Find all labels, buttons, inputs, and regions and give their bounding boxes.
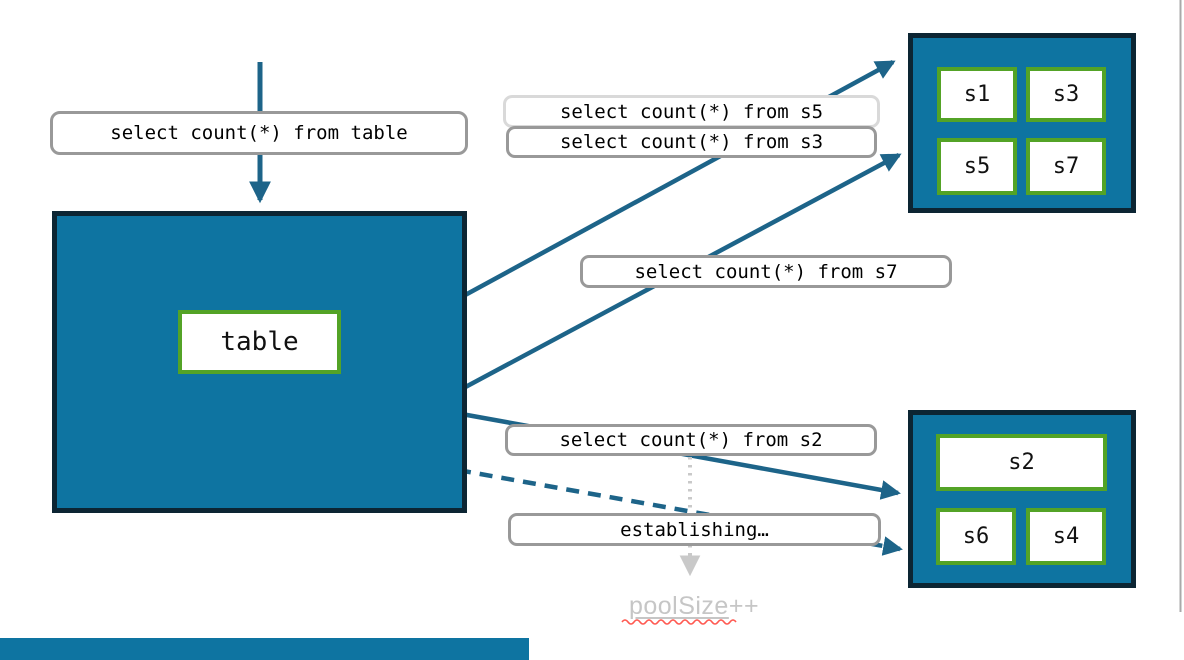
shard-s5-label: s5 (963, 154, 991, 179)
shard-s2-label: s2 (1008, 450, 1035, 475)
shard-s4: s4 (1026, 508, 1106, 565)
query-label-s7-text: select count(*) from s7 (634, 260, 898, 283)
pool-size-plus: ++ (728, 592, 760, 620)
query-label-s3: select count(*) from s3 (506, 126, 877, 158)
spellcheck-squiggle (621, 619, 737, 625)
shard-s3-label: s3 (1052, 82, 1080, 107)
table-label: table (220, 327, 299, 357)
query-label-s2-text: select count(*) from s2 (559, 429, 823, 451)
query-label-s2: select count(*) from s2 (505, 424, 877, 456)
shard-s6-label: s6 (962, 524, 990, 549)
shard-s7-label: s7 (1052, 154, 1080, 179)
shard-s3: s3 (1026, 67, 1106, 122)
table-inner-box: table (178, 310, 341, 374)
query-label-table: select count(*) from table (50, 111, 468, 155)
establishing-label: establishing… (508, 513, 881, 546)
query-label-table-text: select count(*) from table (110, 122, 408, 144)
pool-size-word: poolSize (628, 592, 729, 620)
query-label-s5: select count(*) from s5 (503, 95, 880, 128)
pool-size-text: poolSize++ (584, 592, 804, 621)
query-label-s5-text: select count(*) from s5 (559, 100, 824, 123)
establishing-label-text: establishing… (620, 518, 769, 541)
query-label-s7: select count(*) from s7 (580, 255, 952, 288)
bottom-accent-bar (0, 638, 529, 660)
shard-s4-label: s4 (1052, 524, 1080, 549)
shard-s1-label: s1 (963, 82, 991, 107)
shard-s5: s5 (937, 138, 1017, 195)
shard-s7: s7 (1026, 138, 1106, 195)
shard-s6: s6 (936, 508, 1016, 565)
shard-s2: s2 (936, 434, 1107, 491)
shard-s1: s1 (937, 67, 1017, 122)
query-label-s3-text: select count(*) from s3 (559, 131, 824, 153)
